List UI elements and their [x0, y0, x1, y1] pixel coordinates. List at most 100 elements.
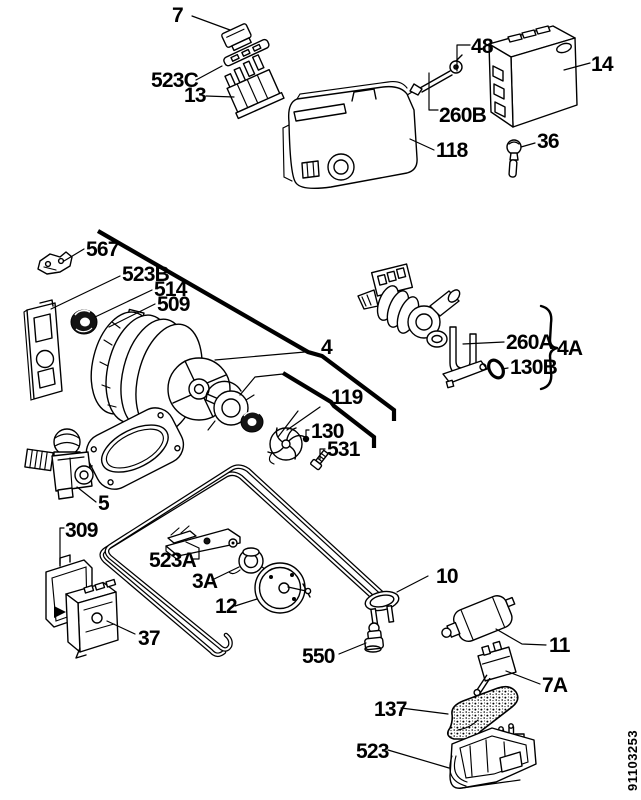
- callout-12-label: 12: [215, 595, 237, 618]
- leader-11: [495, 628, 547, 646]
- leader-523B: [50, 275, 121, 310]
- leader-260B: [428, 72, 439, 111]
- callout-309-label: 309: [65, 519, 98, 542]
- leader-37: [106, 620, 136, 635]
- callout-514-label: 514: [154, 278, 188, 301]
- part-impeller-130: [267, 427, 306, 465]
- part-terminal-rail-523C: [223, 38, 270, 67]
- leader-13: [205, 95, 235, 98]
- leader-130: [305, 429, 310, 438]
- part-motor-509: [90, 308, 231, 435]
- leader-130B: [501, 367, 509, 370]
- leader-12: [234, 598, 258, 607]
- part-control-module-14: [488, 25, 578, 128]
- part-microswitch-7A: [473, 640, 517, 697]
- callout-37-label: 37: [138, 627, 160, 650]
- part-fork-bracket-260A: [442, 326, 488, 389]
- leader-lines: [50, 15, 591, 769]
- part-mounting-bracket-523B: [23, 299, 63, 401]
- leader-impeller-b: [277, 410, 299, 438]
- callout-4-label: 4: [321, 336, 333, 359]
- callout-531-label: 531: [327, 438, 361, 461]
- harness-line-4: [96, 229, 397, 421]
- leader-523A: [185, 541, 200, 560]
- part-seal-ring-119: [240, 411, 264, 433]
- leader-309: [59, 527, 65, 565]
- leader-119: [239, 373, 284, 396]
- part-connector-block-13: [224, 54, 285, 120]
- part-cover-7: [221, 23, 252, 52]
- leader-3A: [211, 566, 240, 581]
- part-contact-clip-48: [449, 54, 463, 74]
- callout-550-label: 550: [302, 645, 335, 668]
- callout-523C-label: 523C: [151, 69, 199, 92]
- leader-523: [387, 749, 450, 769]
- callout-36-label: 36: [537, 130, 559, 153]
- doc-number: 91103253: [625, 730, 640, 791]
- group-brace-4A: [539, 304, 559, 391]
- callout-509-label: 509: [157, 293, 190, 316]
- part-bearing-housing: [205, 380, 255, 431]
- callout-137-label: 137: [374, 698, 407, 721]
- part-motor-mount-plate: [81, 407, 185, 490]
- part-clamp-bracket-523A: [165, 525, 241, 562]
- callout-118-label: 118: [436, 139, 469, 162]
- callout-7-label: 7: [172, 4, 183, 27]
- part-screw-531: [310, 449, 329, 471]
- part-switch-37: [65, 578, 119, 659]
- part-grommet-514: [70, 309, 98, 335]
- leader-260A: [462, 341, 505, 345]
- part-drain-pump-4A: [357, 263, 461, 348]
- leader-5: [76, 486, 97, 503]
- callout-10-label: 10: [436, 565, 458, 588]
- callout-11-label: 11: [549, 634, 571, 657]
- part-inlet-valve-5: [24, 428, 94, 500]
- leader-14: [563, 62, 591, 71]
- callout-567-label: 567: [86, 238, 119, 261]
- callout-119-label: 119: [331, 386, 363, 409]
- part-base-tray-523: [449, 723, 537, 789]
- callout-48-label: 48: [471, 35, 494, 58]
- leader-7A: [505, 670, 541, 685]
- part-capacitor-11: [441, 595, 516, 643]
- callout-523A-label: 523A: [149, 549, 197, 572]
- callout-523B-label: 523B: [122, 263, 170, 286]
- leader-10: [396, 575, 429, 593]
- leader-523C: [195, 65, 223, 81]
- leader-4: [214, 351, 306, 361]
- part-heating-element-10: [99, 464, 400, 658]
- part-wire-lever-260B: [403, 70, 453, 98]
- leader-567: [63, 248, 85, 262]
- callout-260B-label: 260B: [439, 104, 487, 127]
- assembly-arrow: [54, 606, 66, 618]
- callout-260A-label: 260A: [506, 331, 554, 354]
- part-pressure-switch-12: [254, 562, 312, 614]
- callout-13-label: 13: [184, 84, 206, 107]
- callout-labels: 7 523C 13 48 14 260B 118 36 567 523B 514…: [65, 4, 615, 763]
- part-clip-plate-567: [37, 251, 73, 275]
- part-sponge-137: [446, 685, 519, 740]
- part-impeller-nut: [302, 435, 310, 443]
- leader-36: [520, 142, 536, 148]
- harness-line-119: [281, 371, 377, 448]
- leader-509: [108, 303, 156, 328]
- leader-7: [191, 15, 231, 31]
- leader-48: [456, 44, 471, 72]
- leader-531: [319, 448, 326, 460]
- callout-4A-label: 4A: [557, 337, 583, 360]
- callout-130-label: 130: [311, 420, 344, 443]
- leader-impeller-a: [286, 406, 321, 431]
- callout-14-label: 14: [591, 53, 614, 76]
- leader-137: [400, 707, 449, 715]
- part-o-ring-130B: [487, 358, 505, 380]
- callout-7A-label: 7A: [542, 674, 568, 697]
- leader-514: [94, 289, 153, 318]
- leader-550: [338, 642, 367, 655]
- callout-5-label: 5: [98, 492, 110, 515]
- callout-523-label: 523: [356, 740, 389, 763]
- part-thermostat-3A: [228, 547, 269, 575]
- callout-130B-label: 130B: [510, 356, 558, 379]
- callout-3A-label: 3A: [192, 570, 218, 593]
